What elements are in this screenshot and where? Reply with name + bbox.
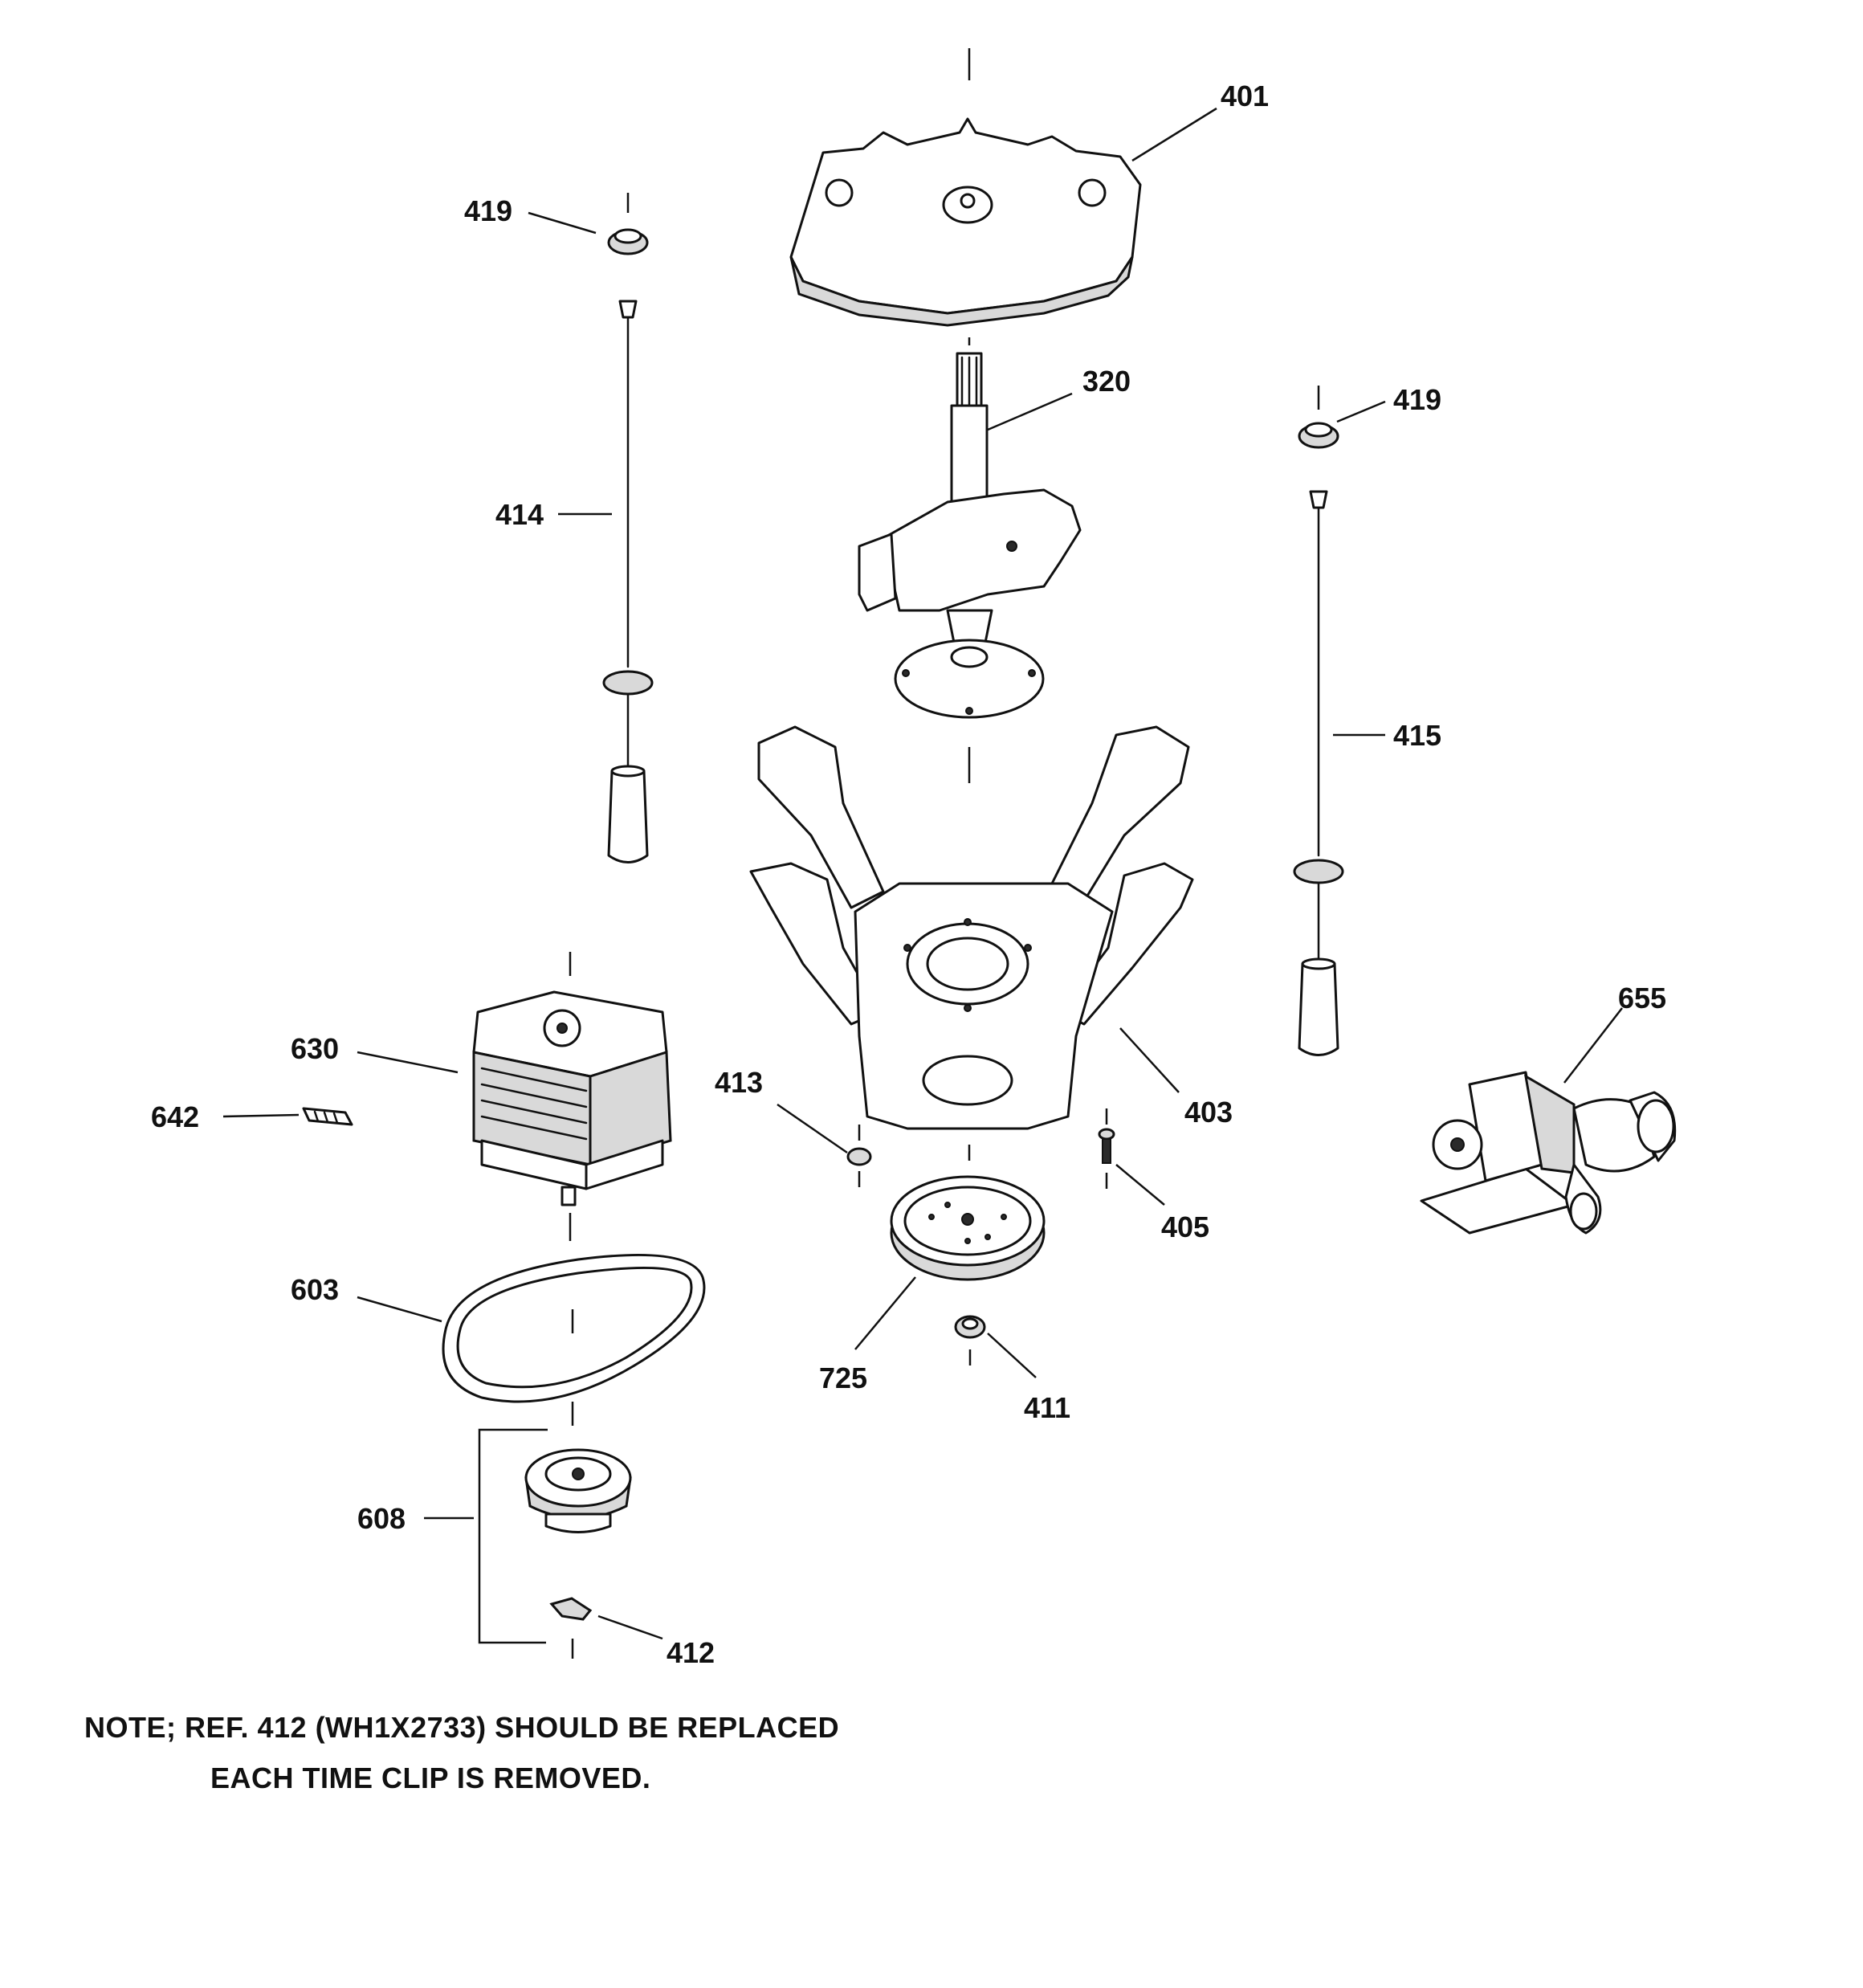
- callout-603: 603: [291, 1273, 339, 1306]
- callout-401: 401: [1221, 80, 1269, 112]
- callout-405: 405: [1161, 1210, 1209, 1243]
- callout-403: 403: [1184, 1096, 1233, 1129]
- note-line-1: NOTE; REF. 412 (WH1X2733) SHOULD BE REPL…: [84, 1711, 840, 1744]
- callout-415: 415: [1393, 719, 1441, 752]
- callout-725: 725: [819, 1361, 867, 1394]
- callout-411: 411: [1024, 1391, 1070, 1424]
- part-655-pump: [1420, 1071, 1677, 1235]
- callout-414: 414: [495, 498, 544, 531]
- part-419-cap-right: [1298, 386, 1339, 449]
- callout-608: 608: [357, 1502, 406, 1535]
- part-412-clip: [549, 1597, 593, 1659]
- part-414-suspension-rod: [602, 300, 654, 863]
- callout-320: 320: [1082, 365, 1131, 398]
- leader-lines: [222, 107, 1623, 1640]
- callout-413: 413: [715, 1066, 763, 1099]
- part-630-motor: [472, 952, 672, 1241]
- callout-642: 642: [151, 1100, 199, 1133]
- part-405-screw: [1098, 1108, 1115, 1189]
- part-403-mounting-bracket: [749, 725, 1194, 1161]
- callout-630: 630: [291, 1032, 339, 1065]
- callout-419-right: 419: [1393, 383, 1441, 416]
- part-603-belt: [442, 1253, 706, 1426]
- callout-labels: 401 419 419 320 414 415 403 413 405 630 …: [151, 80, 1666, 1669]
- part-725-pulley: [890, 1175, 1046, 1281]
- part-642-connector: [302, 1107, 353, 1126]
- part-401-cover: [789, 48, 1142, 345]
- callout-655: 655: [1618, 982, 1666, 1014]
- callout-412: 412: [667, 1636, 715, 1669]
- part-320-transmission: [858, 352, 1082, 783]
- part-419-cap-left: [607, 193, 649, 255]
- part-413-nut: [846, 1125, 872, 1187]
- note-line-2: EACH TIME CLIP IS REMOVED.: [210, 1761, 651, 1794]
- part-415-suspension-rod: [1293, 490, 1344, 1056]
- part-608-motor-pulley: [478, 1428, 632, 1644]
- part-411-nut: [954, 1315, 986, 1365]
- callout-419-left: 419: [464, 194, 512, 227]
